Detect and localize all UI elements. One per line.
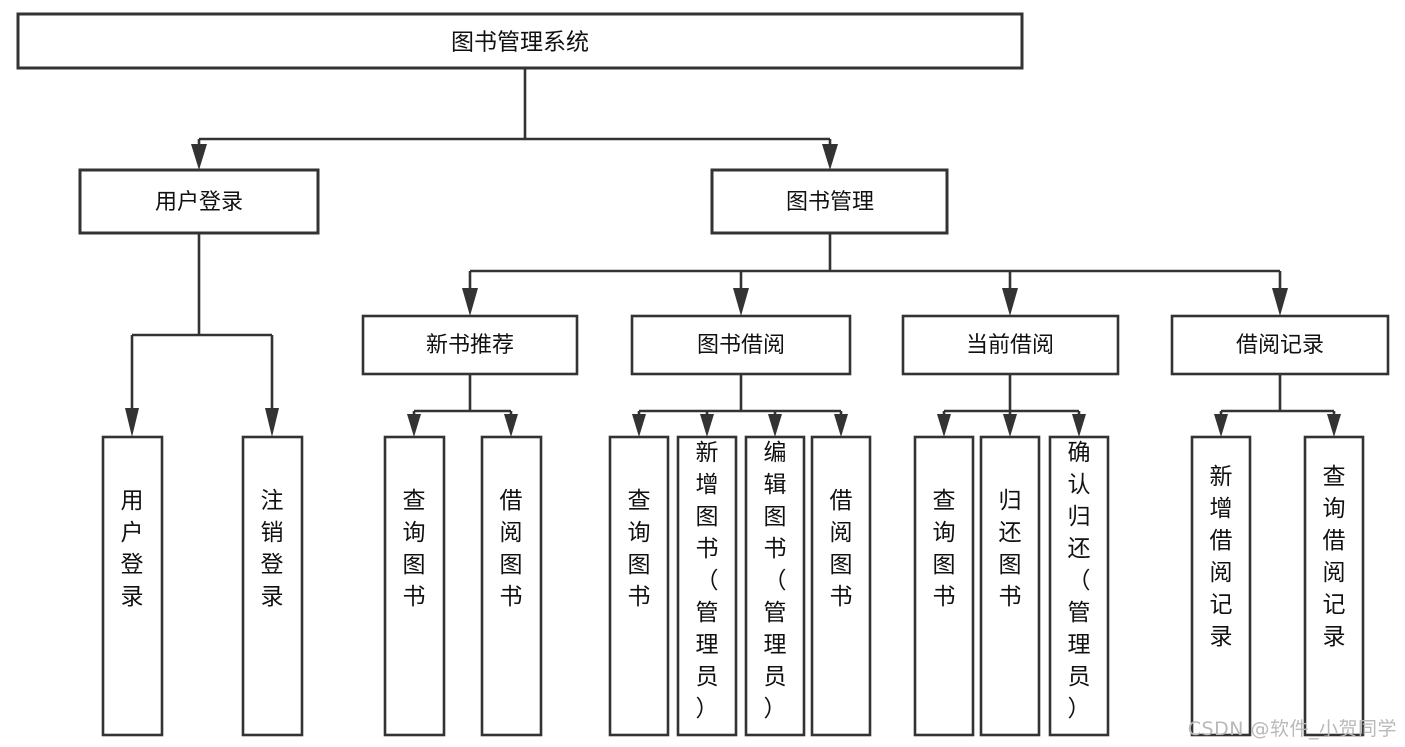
node-leaf-add-record-box[interactable] — [1190, 435, 1252, 737]
connector-layer — [125, 68, 1341, 437]
node-current-borrow-label: 当前借阅 — [966, 333, 1054, 358]
node-new-book-recommend-label: 新书推荐 — [426, 333, 514, 358]
node-book-borrow-box[interactable] — [630, 314, 852, 376]
node-leaf-return-book-box[interactable] — [979, 435, 1041, 737]
node-book-manage[interactable]: 图书管理 — [710, 168, 949, 235]
node-leaf-edit-book-box[interactable] — [744, 435, 806, 737]
node-leaf-return-book[interactable]: 归还图书 — [979, 435, 1041, 737]
arrowhead-leaf-add-book — [700, 414, 714, 437]
node-leaf-query-book-2-box[interactable] — [608, 435, 670, 737]
arrowhead-book-borrow — [733, 288, 749, 316]
node-borrow-record-box[interactable] — [1170, 314, 1390, 376]
node-leaf-add-book-box[interactable] — [676, 435, 738, 737]
node-leaf-query-book-2-label: 查询图书 — [628, 488, 651, 610]
arrowhead-user-login — [191, 144, 207, 170]
arrowhead-leaf-logout — [265, 408, 279, 437]
node-leaf-borrow-book-1[interactable]: 借阅图书 — [480, 435, 543, 737]
node-leaf-borrow-book-2-box[interactable] — [810, 435, 872, 737]
node-leaf-query-book-1-label: 查询图书 — [403, 488, 426, 610]
arrowhead-leaf-query-book-1 — [407, 414, 421, 437]
node-user-login-box[interactable] — [78, 168, 320, 235]
node-leaf-query-book-3-box[interactable] — [913, 435, 975, 737]
node-current-borrow-box[interactable] — [901, 314, 1120, 376]
node-leaf-query-record-box[interactable] — [1303, 435, 1365, 737]
arrowhead-leaf-add-record — [1214, 414, 1228, 437]
node-new-book-recommend[interactable]: 新书推荐 — [361, 314, 579, 376]
node-leaf-query-book-3-label: 查询图书 — [933, 488, 956, 610]
arrowhead-book-manage — [822, 144, 838, 170]
arrowhead-leaf-borrow-book-2 — [834, 414, 848, 437]
arrowhead-leaf-query-book-2 — [632, 414, 646, 437]
node-leaf-borrow-book-2[interactable]: 借阅图书 — [810, 435, 872, 737]
arrowhead-leaf-query-book-3 — [937, 414, 951, 437]
node-root-box[interactable] — [16, 12, 1024, 70]
node-leaf-query-book-3[interactable]: 查询图书 — [913, 435, 975, 737]
node-leaf-edit-book[interactable]: 编辑图书（管理员） — [744, 435, 806, 737]
arrowhead-current-borrow — [1002, 288, 1018, 316]
arrowhead-leaf-user-login — [125, 408, 139, 437]
node-leaf-query-book-1-box[interactable] — [383, 435, 446, 737]
arrowhead-borrow-record — [1272, 288, 1288, 316]
node-book-borrow[interactable]: 图书借阅 — [630, 314, 852, 376]
node-book-manage-label: 图书管理 — [786, 190, 874, 215]
node-leaf-borrow-book-1-box[interactable] — [480, 435, 543, 737]
node-user-login-label: 用户登录 — [155, 190, 243, 215]
node-leaf-add-record[interactable]: 新增借阅记录 — [1190, 435, 1252, 737]
node-leaf-add-book-label: 新增图书（管理员） — [696, 440, 719, 722]
node-leaf-confirm-return-box[interactable] — [1048, 435, 1110, 737]
node-book-manage-box[interactable] — [710, 168, 949, 235]
node-user-login[interactable]: 用户登录 — [78, 168, 320, 235]
node-leaf-add-record-label: 新增借阅记录 — [1210, 464, 1233, 650]
arrowhead-leaf-borrow-book-1 — [504, 414, 518, 437]
node-leaf-user-login-label: 用户登录 — [121, 488, 144, 610]
node-new-book-recommend-box[interactable] — [361, 314, 579, 376]
node-root-label: 图书管理系统 — [451, 30, 589, 56]
node-leaf-confirm-return-label: 确认归还（管理员） — [1068, 440, 1091, 722]
node-leaf-confirm-return[interactable]: 确认归还（管理员） — [1048, 435, 1110, 737]
node-leaf-query-record-label: 查询借阅记录 — [1323, 464, 1346, 650]
arrowhead-leaf-edit-book — [768, 414, 782, 437]
arrowhead-leaf-confirm-return — [1072, 414, 1086, 437]
node-borrow-record-label: 借阅记录 — [1236, 333, 1324, 358]
arrowhead-leaf-return-book — [1003, 414, 1017, 437]
node-leaf-logout-label: 注销登录 — [261, 488, 284, 610]
node-leaf-borrow-book-1-label: 借阅图书 — [500, 488, 523, 610]
node-leaf-query-book-2[interactable]: 查询图书 — [608, 435, 670, 737]
node-leaf-borrow-book-2-label: 借阅图书 — [830, 488, 853, 610]
node-leaf-logout-box[interactable] — [241, 435, 304, 737]
node-book-borrow-label: 图书借阅 — [697, 333, 785, 358]
arrowhead-leaf-query-record — [1327, 414, 1341, 437]
node-leaf-edit-book-label: 编辑图书（管理员） — [764, 440, 787, 722]
node-leaf-user-login-box[interactable] — [101, 435, 164, 737]
node-leaf-return-book-label: 归还图书 — [999, 488, 1022, 610]
node-root[interactable]: 图书管理系统 — [16, 12, 1024, 70]
node-borrow-record[interactable]: 借阅记录 — [1170, 314, 1390, 376]
node-leaf-add-book[interactable]: 新增图书（管理员） — [676, 435, 738, 737]
node-leaf-logout[interactable]: 注销登录 — [241, 435, 304, 737]
arrowhead-new-book-recommend — [462, 288, 478, 316]
node-leaf-query-record[interactable]: 查询借阅记录 — [1303, 435, 1365, 737]
node-leaf-query-book-1[interactable]: 查询图书 — [383, 435, 446, 737]
node-current-borrow[interactable]: 当前借阅 — [901, 314, 1120, 376]
node-leaf-user-login[interactable]: 用户登录 — [101, 435, 164, 737]
